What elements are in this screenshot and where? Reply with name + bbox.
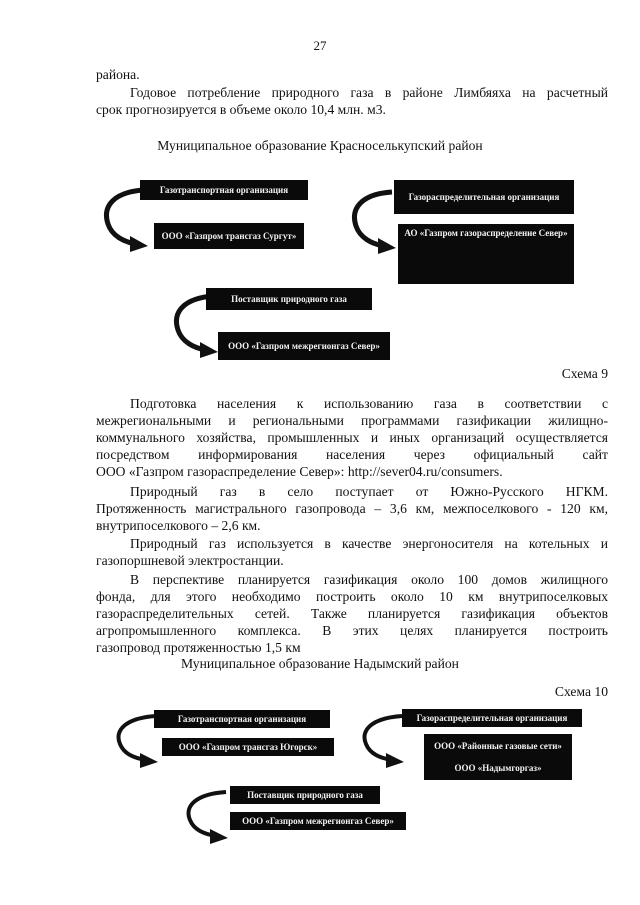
transport-org: ООО «Газпром трансгаз Сургут» <box>161 230 297 241</box>
supplier-label-2: Поставщик природного газа <box>247 789 363 800</box>
p1-line-4: посредством информирования населения чер… <box>96 447 608 462</box>
supplier-org: ООО «Газпром межрегионгаз Север» <box>228 340 380 351</box>
intro-line-1: района. <box>96 67 140 82</box>
p1-line-5: ООО «Газпром газораспределение Север»: h… <box>96 464 503 479</box>
distribution-label: Газораспределительная организация <box>408 191 560 202</box>
transport-org-2: ООО «Газпром трансгаз Югорск» <box>178 741 318 752</box>
curved-arrow-icon <box>186 790 228 844</box>
scheme-10-label: Схема 10 <box>554 684 608 699</box>
distribution-label-2: Газораспределительная организация <box>416 712 568 723</box>
scheme-9-label: Схема 9 <box>561 366 608 381</box>
supplier-label-box-2: Поставщик природного газа <box>230 786 380 804</box>
curved-arrow-icon <box>362 714 404 768</box>
transport-org-box-2: ООО «Газпром трансгаз Югорск» <box>162 738 334 756</box>
distribution-org-2: ООО «Надымгоргаз» <box>454 762 542 773</box>
p4-line-5: газопровод протяженностью 1,5 км <box>96 640 301 655</box>
section-1-title: Муниципальное образование Красноселькупс… <box>157 138 483 153</box>
p4-line-2: фонда, для этого необходимо построить ок… <box>96 589 608 604</box>
curved-arrow-icon <box>104 187 148 252</box>
p4-line-4: агропромышленного комплекса. В этих целя… <box>96 623 608 638</box>
curved-arrow-icon <box>174 293 218 358</box>
distribution-label-box: Газораспределительная организация <box>394 180 574 214</box>
intro-line-3: срок прогнозируется в объеме около 10,4 … <box>96 102 386 117</box>
p1-line-1: Подготовка населения к использованию газ… <box>130 396 608 411</box>
p1-line-3: коммунального хозяйства, промышленных и … <box>96 430 608 445</box>
distribution-org-box: АО «Газпром газораспределение Север» <box>398 224 574 284</box>
supplier-org-box: ООО «Газпром межрегионгаз Север» <box>218 332 390 360</box>
supplier-org-box-2: ООО «Газпром межрегионгаз Север» <box>230 812 406 830</box>
p2-line-2: Протяженность магистрального газопровода… <box>96 501 608 516</box>
curved-arrow-icon <box>116 714 158 768</box>
distribution-label-box-2: Газораспределительная организация <box>402 709 582 727</box>
supplier-label: Поставщик природного газа <box>231 293 347 304</box>
transport-org-box: ООО «Газпром трансгаз Сургут» <box>154 223 304 249</box>
page-number: 27 <box>313 38 327 53</box>
supplier-org-2: ООО «Газпром межрегионгаз Север» <box>242 815 394 826</box>
p4-line-1: В перспективе планируется газификация ок… <box>130 572 608 587</box>
intro-line-2: Годовое потребление природного газа в ра… <box>130 85 608 100</box>
transport-label-2: Газотранспортная организация <box>177 713 307 724</box>
distribution-org-1: ООО «Районные газовые сети» <box>434 740 562 751</box>
distribution-org: АО «Газпром газораспределение Север» <box>404 228 568 238</box>
p2-line-1: Природный газ в село поступает от Южно-Р… <box>130 484 608 499</box>
section-2-title: Муниципальное образование Надымский райо… <box>181 656 459 671</box>
distribution-org-box-2: ООО «Районные газовые сети» ООО «Надымго… <box>424 734 572 780</box>
p3-line-1: Природный газ используется в качестве эн… <box>130 536 608 551</box>
transport-label-box: Газотранспортная организация <box>140 180 308 200</box>
p2-line-3: внутрипоселкового – 2,6 км. <box>96 518 261 533</box>
supplier-label-box: Поставщик природного газа <box>206 288 372 310</box>
p1-line-2: межрегиональными и региональными програм… <box>96 413 608 428</box>
curved-arrow-icon <box>352 189 396 254</box>
p3-line-2: газопоршневой электростанции. <box>96 553 284 568</box>
transport-label-box-2: Газотранспортная организация <box>154 710 330 728</box>
transport-label: Газотранспортная организация <box>159 184 289 195</box>
p4-line-3: газораспределительных сетей. Также плани… <box>96 606 608 621</box>
